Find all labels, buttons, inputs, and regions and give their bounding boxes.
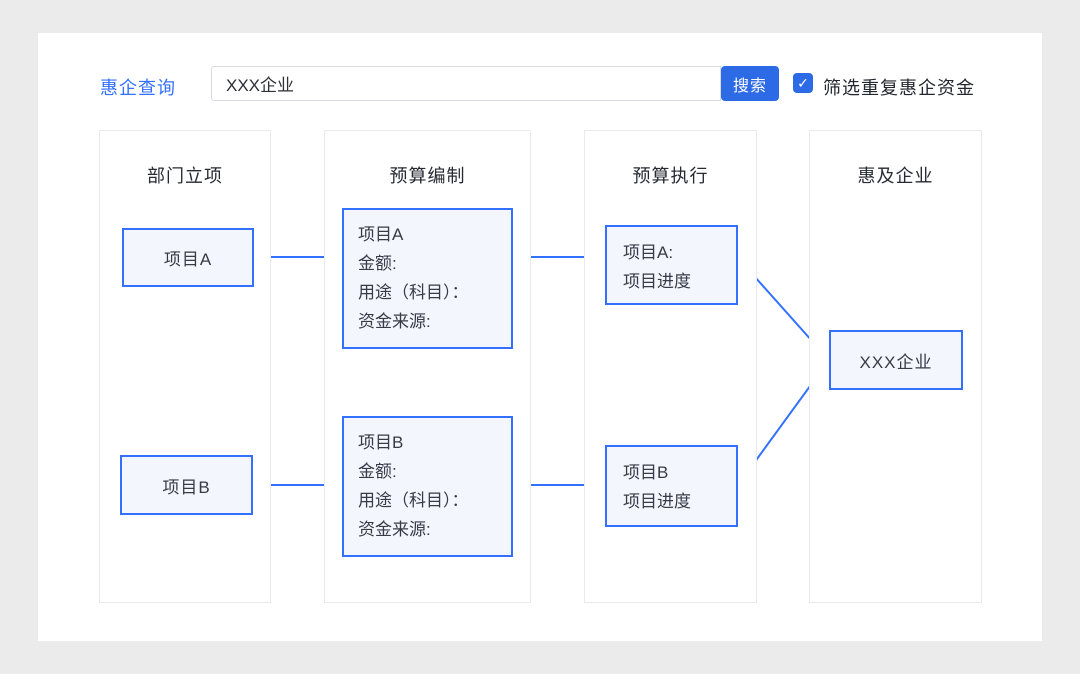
budget-b-usage: 用途（科目）： xyxy=(358,491,469,510)
budget-a-source: 资金来源: xyxy=(358,312,431,331)
budget-b-title: 项目B xyxy=(358,433,404,452)
query-title: 惠企查询 xyxy=(100,78,176,98)
lane-exec: 预算执行 xyxy=(584,130,757,603)
budget-a-amount: 金额: xyxy=(358,254,397,273)
exec-a-title: 项目A: xyxy=(623,243,674,262)
main-card: 惠企查询 搜索 ✓ 筛选重复惠企资金 部门立项 预算编制 预算执行 惠及企业 项… xyxy=(38,33,1042,641)
filter-checkbox[interactable]: ✓ xyxy=(793,73,813,93)
node-exec-b[interactable]: 项目B 项目进度 xyxy=(605,445,738,527)
lane-title-dept: 部门立项 xyxy=(147,166,223,186)
checkmark-icon: ✓ xyxy=(797,75,809,91)
budget-a-usage: 用途（科目）： xyxy=(358,283,469,302)
exec-b-progress: 项目进度 xyxy=(623,492,691,511)
lane-title-enterprise: 惠及企业 xyxy=(857,166,934,186)
node-budget-a[interactable]: 项目A 金额: 用途（科目）： 资金来源: xyxy=(342,208,513,349)
budget-a-title: 项目A xyxy=(358,225,404,244)
node-project-a[interactable]: 项目A xyxy=(122,228,254,287)
search-input[interactable] xyxy=(211,66,721,101)
search-button[interactable]: 搜索 xyxy=(721,66,779,101)
node-project-b[interactable]: 项目B xyxy=(120,455,253,515)
budget-b-source: 资金来源: xyxy=(358,520,431,539)
node-budget-b[interactable]: 项目B 金额: 用途（科目）： 资金来源: xyxy=(342,416,513,557)
exec-b-title: 项目B xyxy=(623,463,669,482)
lane-title-budget: 预算编制 xyxy=(389,166,466,186)
filter-checkbox-label: 筛选重复惠企资金 xyxy=(823,78,975,98)
budget-b-amount: 金额: xyxy=(358,462,397,481)
lane-dept: 部门立项 xyxy=(99,130,271,603)
node-enterprise[interactable]: XXX企业 xyxy=(829,330,963,390)
node-exec-a[interactable]: 项目A: 项目进度 xyxy=(605,225,738,305)
exec-a-progress: 项目进度 xyxy=(623,272,691,291)
lane-title-exec: 预算执行 xyxy=(632,166,709,186)
